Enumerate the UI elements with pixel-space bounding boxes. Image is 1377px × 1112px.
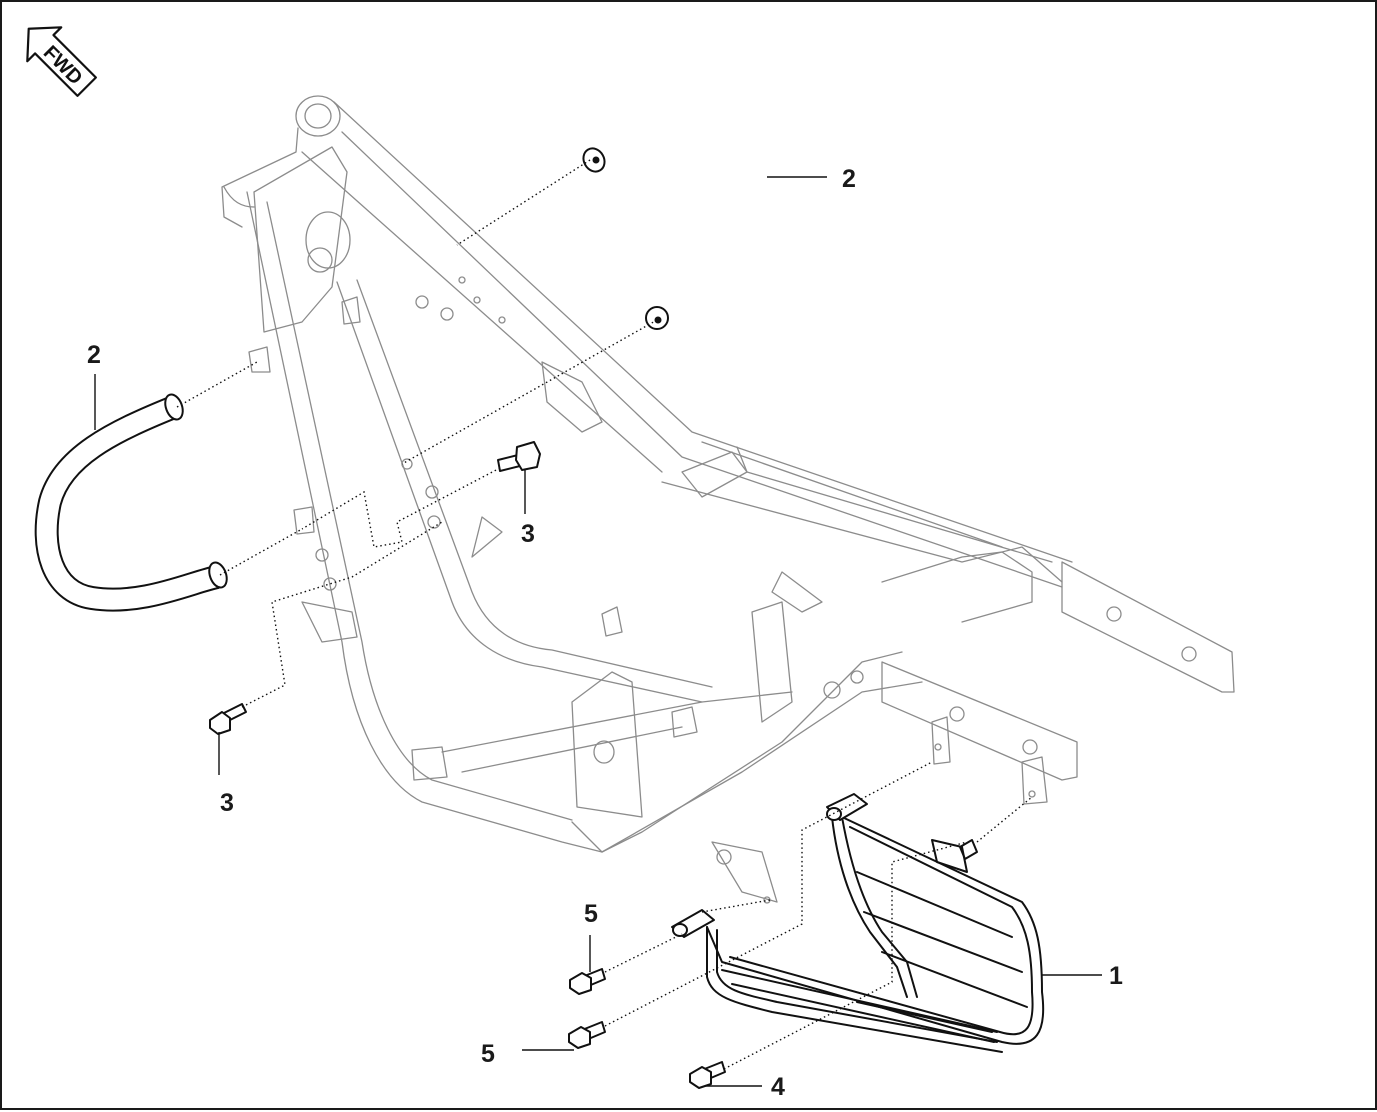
part-2-upper-crash-bar [582, 82, 780, 330]
callout-1: 1 [1109, 962, 1123, 990]
callout-leader-lines [94, 176, 1102, 1087]
bolt-3-upper [497, 441, 541, 472]
motorcycle-frame [221, 95, 1235, 904]
bolt-3-lower [209, 703, 247, 735]
forward-arrow-icon: FWD [26, 26, 97, 97]
part-1-rear-guard [671, 793, 1045, 1053]
bolt-4 [689, 1061, 726, 1089]
part-2-left-crash-bar [34, 393, 228, 612]
callout-4: 4 [771, 1073, 785, 1101]
callout-labels: 2 2 3 3 1 4 5 5 [87, 165, 1123, 1101]
callout-5-upper: 5 [584, 900, 598, 928]
callout-2-top: 2 [842, 165, 856, 193]
callout-2-left: 2 [87, 341, 101, 369]
fwd-badge: FWD [26, 26, 97, 97]
callout-5-lower: 5 [481, 1040, 495, 1068]
assembly-guide-lines [176, 159, 1033, 1070]
bolt-5-upper [569, 968, 606, 995]
bolt-5-lower [568, 1021, 606, 1049]
callout-3-lower: 3 [220, 789, 234, 817]
callout-3-upper: 3 [521, 520, 535, 548]
